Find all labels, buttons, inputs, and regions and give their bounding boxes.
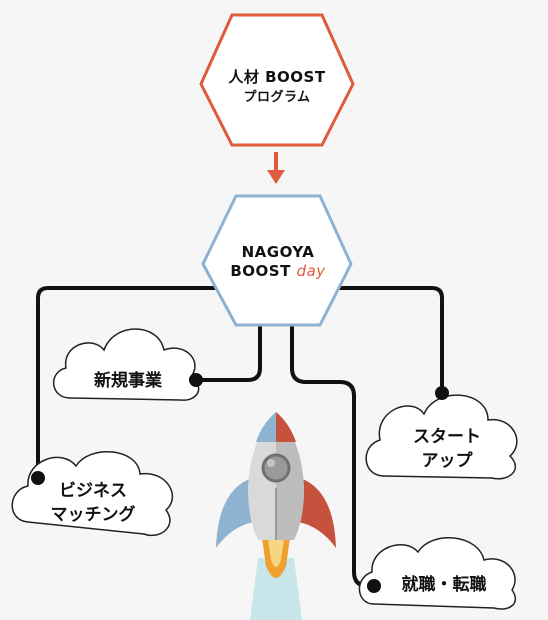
endpoint-matching [31, 471, 45, 485]
branch-label-new-business: 新規事業 [94, 371, 162, 391]
center-hex-label-line1: NAGOYA [241, 243, 315, 261]
branch-label-matching-line2: マッチング [50, 505, 136, 525]
cloud-startup [365, 394, 518, 480]
branch-label-startup-line2: アップ [421, 451, 473, 471]
center-hex-label-line2: BOOST day [207, 262, 349, 280]
arrow-down-icon [267, 152, 285, 184]
center-hex-label-day: day [296, 262, 326, 280]
cloud-career [358, 537, 517, 610]
top-hex-label-line1: 人材 BOOST [228, 68, 326, 86]
endpoint-startup [435, 386, 449, 400]
branch-label-career: 就職・転職 [401, 575, 487, 595]
cloud-matching [11, 450, 173, 537]
center-hexagon [201, 194, 353, 327]
rocket-window [261, 453, 291, 483]
center-hex-label-boost: BOOST [230, 262, 291, 280]
endpoint-new-business [189, 373, 203, 387]
rocket-fin-right [298, 478, 336, 548]
rocket-window-glare [267, 459, 275, 467]
rocket-nose-blue [256, 412, 276, 442]
rocket-illustration [216, 412, 336, 620]
rocket-exhaust [250, 558, 302, 620]
connector-new-business [194, 320, 262, 382]
top-hexagon [199, 13, 355, 147]
connector-matching [36, 286, 217, 480]
rocket-body-shade [276, 412, 304, 540]
branch-label-matching-line1: ビジネス [59, 481, 127, 501]
connector-lines [36, 286, 444, 588]
endpoint-career [367, 579, 381, 593]
connector-endpoints [31, 373, 449, 593]
top-hex-label-line2: プログラム [243, 90, 311, 105]
rocket-flame-inner [268, 540, 284, 567]
connector-career [290, 320, 376, 588]
rocket-nose-red [276, 412, 296, 442]
branch-label-startup-line1: スタート [413, 427, 481, 447]
rocket-fin-left [216, 478, 254, 548]
connector-startup [333, 286, 444, 394]
